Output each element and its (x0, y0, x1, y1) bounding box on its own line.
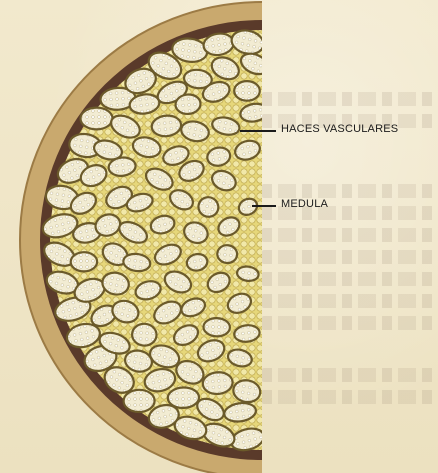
vascular-bundle (203, 318, 230, 337)
vascular-bundles-leader-line (240, 130, 276, 132)
vascular-bundle (71, 252, 98, 272)
vascular-bundle (131, 323, 157, 346)
vascular-bundle (175, 93, 202, 115)
vascular-bundle (123, 390, 154, 413)
pith-leader-line (252, 205, 276, 207)
vascular-bundle (234, 81, 260, 101)
vascular-bundle (216, 244, 237, 264)
pith-label: MEDULA (281, 198, 328, 210)
vascular-bundles-label: HACES VASCULARES (281, 123, 398, 135)
vascular-bundle (80, 108, 112, 130)
vascular-bundle (167, 387, 199, 408)
